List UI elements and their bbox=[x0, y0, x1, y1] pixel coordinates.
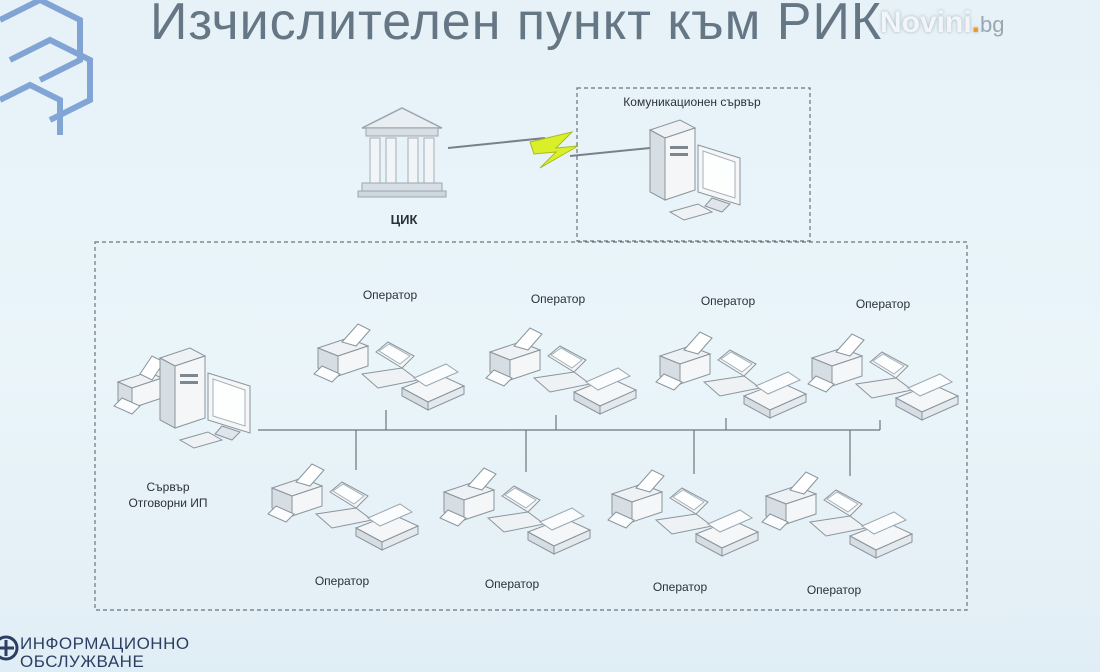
watermark-tld: bg bbox=[980, 12, 1005, 37]
watermark-logo: Novini.bg bbox=[880, 6, 1005, 39]
operator-label-top-4: Оператор bbox=[855, 297, 911, 311]
operator-station-bottom-2 bbox=[439, 467, 591, 555]
network-bus bbox=[258, 410, 881, 476]
brand-logo-icon bbox=[0, 635, 19, 661]
operator-label-bottom-3: Оператор bbox=[652, 580, 708, 594]
comm-server-icon bbox=[649, 119, 741, 221]
operator-station-bottom-4 bbox=[761, 471, 913, 559]
comm-server-box bbox=[576, 87, 811, 242]
operator-station-top-2 bbox=[485, 327, 637, 415]
operator-label-top-3: Оператор bbox=[700, 294, 756, 308]
operator-station-bottom-3 bbox=[607, 469, 759, 557]
footer-line2: ОБСЛУЖВАНЕ bbox=[20, 652, 145, 671]
operator-station-top-4 bbox=[807, 333, 959, 421]
watermark-brand: Novini bbox=[880, 6, 972, 39]
operator-station-top-1 bbox=[313, 323, 465, 411]
main-server-group bbox=[113, 347, 251, 449]
corner-decoration bbox=[0, 0, 93, 135]
operator-label-bottom-1: Оператор bbox=[314, 574, 370, 588]
operator-label-top-1: Оператор bbox=[362, 288, 418, 302]
cik-building-icon bbox=[357, 107, 447, 198]
operator-station-top-3 bbox=[655, 331, 807, 419]
comm-server-label: Комуникационен сървър bbox=[623, 95, 761, 109]
cik-label: ЦИК bbox=[390, 212, 418, 227]
operator-label-top-2: Оператор bbox=[530, 292, 586, 306]
main-server-label-line2: Отговорни ИП bbox=[128, 496, 208, 510]
operator-label-bottom-4: Оператор bbox=[806, 583, 862, 597]
operator-station-bottom-1 bbox=[267, 463, 419, 551]
network-box bbox=[94, 241, 968, 611]
slide-title: Изчислителен пункт към РИК bbox=[150, 0, 883, 51]
footer-line1: ИНФОРМАЦИОННО bbox=[20, 634, 190, 653]
footer-brand: ИНФОРМАЦИОННО ОБСЛУЖВАНЕ bbox=[0, 630, 260, 671]
main-server-label-line1: Сървър bbox=[146, 480, 190, 494]
lightning-link-icon bbox=[447, 131, 651, 169]
operator-label-bottom-2: Оператор bbox=[484, 577, 540, 591]
main-server-icon bbox=[159, 347, 251, 449]
